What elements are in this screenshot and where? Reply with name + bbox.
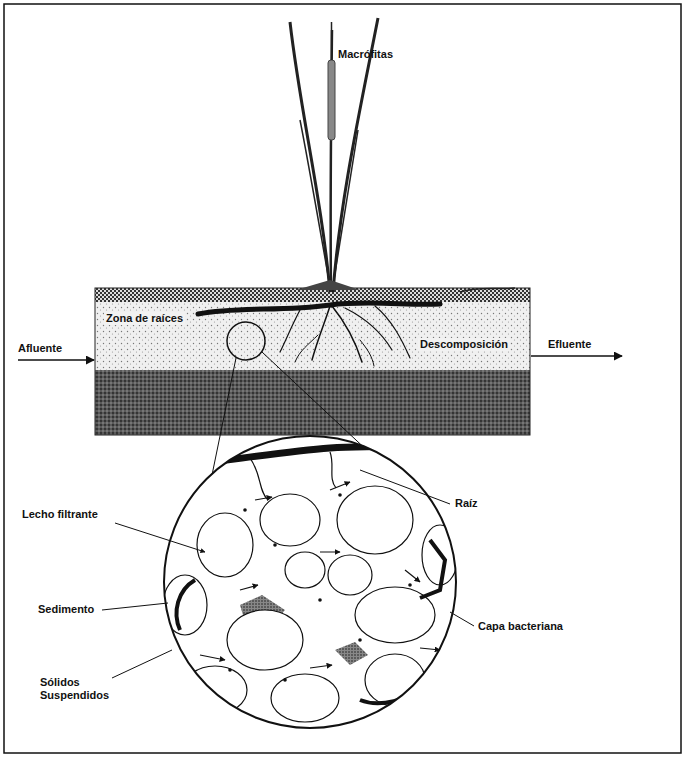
surface-layer: [95, 288, 530, 302]
roots-part: [312, 306, 330, 360]
roots-part: [295, 335, 318, 362]
water-flow-arrows-part: [405, 570, 420, 582]
part-label: Raíz: [455, 497, 478, 510]
bacterial-film: [176, 540, 445, 703]
flow-arrows: [18, 356, 622, 360]
suspended-solids-part: [283, 678, 287, 682]
water-flow-arrows-part: [255, 497, 272, 500]
part-label: Sedimento: [38, 603, 94, 616]
part-label: Sólidos Suspendidos: [40, 676, 120, 701]
water-flow-arrows-part: [240, 585, 258, 590]
leaf: [300, 120, 331, 292]
water-flow-arrows-part: [330, 482, 350, 490]
root-section: [160, 438, 460, 468]
water-flow-arrows-part: [310, 665, 332, 668]
flow-label: Afluente: [18, 342, 62, 355]
suspended-solids-part: [228, 668, 232, 672]
root-hair: [330, 452, 336, 488]
suspended-solids-part: [243, 508, 247, 512]
suspended-solids-part: [358, 638, 362, 642]
sediment-patch: [335, 642, 368, 665]
plant-label: Macrófitas: [338, 48, 393, 61]
leader-lines-part: [115, 523, 205, 552]
suspended-solids-part: [338, 493, 342, 497]
water-flow-arrows-part: [420, 648, 440, 650]
leaf: [332, 130, 358, 292]
filter-grains-part: [365, 654, 425, 706]
roots-part: [345, 308, 392, 350]
inflow-arrow: [18, 359, 94, 361]
root-hair: [250, 458, 268, 500]
sample-circle: [227, 322, 265, 360]
bed: [95, 288, 530, 435]
leader-lines-part: [450, 612, 474, 626]
water-flow-arrows-part: [200, 655, 225, 660]
water-flow-arrows-part: [320, 551, 340, 552]
water-line: [460, 288, 515, 292]
zoom-detail: [160, 430, 460, 730]
outflow-arrow: [531, 355, 622, 357]
roots-part: [375, 306, 410, 358]
zone-label: Zona de raíces: [104, 312, 185, 325]
roots: [198, 303, 440, 366]
leader-lines-part: [102, 603, 168, 610]
bacterial-film-part: [176, 580, 195, 630]
flow-label: Efluente: [548, 338, 591, 351]
leader-lines-part: [112, 650, 172, 678]
cattail-spike: [328, 60, 335, 140]
suspended-solids: [228, 493, 412, 682]
bed-outline: [95, 288, 530, 435]
zone-label: Descomposición: [418, 338, 510, 351]
filter-grains-part: [328, 555, 372, 595]
leader-lines-part: [360, 470, 450, 504]
bottom-layer: [95, 370, 530, 435]
roots-part: [280, 310, 300, 352]
bacterial-film-part: [420, 540, 445, 598]
water-flow-arrows: [200, 482, 440, 668]
filter-grains-part: [260, 494, 320, 546]
leaf: [290, 22, 330, 292]
leader-lines: [102, 470, 474, 678]
filter-grains-part: [285, 552, 325, 588]
spike-tip: [331, 22, 333, 60]
roots-part: [198, 303, 440, 314]
filter-grains-part: [337, 486, 413, 554]
part-label: Lecho filtrante: [22, 508, 98, 521]
plant-base: [296, 280, 360, 290]
roots-part: [360, 340, 374, 366]
suspended-solids-part: [408, 583, 412, 587]
suspended-solids-part: [318, 598, 322, 602]
filter-grains-part: [197, 513, 253, 577]
zoom-detail-part: [160, 430, 460, 730]
filter-grains-part: [227, 610, 303, 670]
suspended-solids-part: [273, 543, 277, 547]
filter-grains-part: [271, 674, 339, 722]
filter-grains-part: [163, 575, 207, 635]
zoom-circle: [164, 436, 456, 728]
gravel-layer: [95, 290, 530, 372]
frame: [4, 4, 681, 753]
filter-grains-part: [183, 666, 247, 714]
part-label: Capa bacteriana: [478, 620, 563, 633]
